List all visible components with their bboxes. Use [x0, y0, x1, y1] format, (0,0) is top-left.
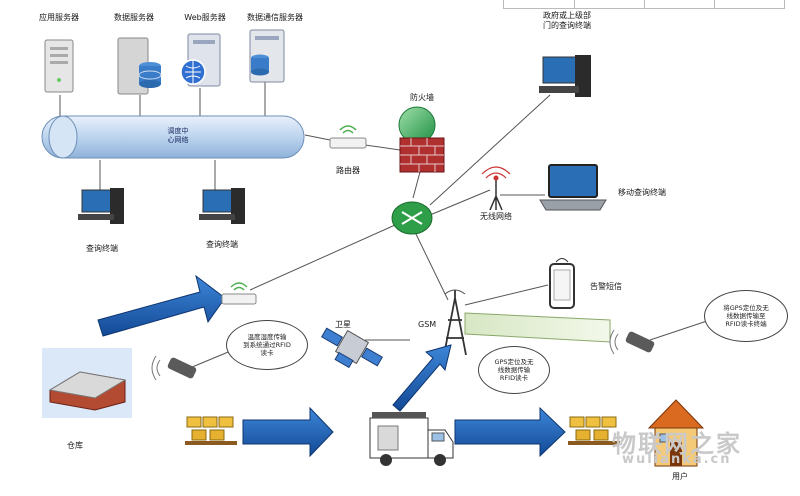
goods-pallet-right-icon: [568, 416, 620, 445]
flow-arrow-to-truck: [242, 406, 334, 458]
gsm-tower-icon: [443, 289, 467, 356]
web-server-label: Web服务器: [184, 13, 226, 22]
line-core-superior: [429, 94, 551, 206]
line-firewall-core: [412, 171, 421, 199]
router-icon: [329, 125, 367, 149]
gsm-signal-beam: [464, 312, 611, 343]
laptop-icon: [539, 164, 607, 211]
dispatch-network-label: 调度中 心网络: [167, 127, 189, 144]
truck-icon: [369, 412, 454, 466]
sms-label: 告警短信: [590, 282, 622, 291]
warehouse-ap-icon: [221, 282, 257, 305]
superior-terminal-icon: [539, 55, 591, 97]
truck-uplink-arrow: [392, 344, 452, 412]
dispatch-network-pipe: [41, 115, 305, 159]
warehouse-label: 仓库: [67, 441, 83, 450]
query-terminal-2-label: 查询终端: [206, 240, 238, 249]
core-switch-icon: [391, 201, 433, 235]
warehouse-rfid-bubble: 温度湿度传输 到系统通过RFID 读卡: [226, 320, 308, 370]
firewall-label: 防火墙: [410, 93, 434, 102]
router-label: 路由器: [336, 166, 360, 175]
rfid-reader-left-icon: [151, 355, 197, 381]
watermark-cn: 物联网之家: [612, 430, 742, 458]
mobile-terminal-label: 移动查询终端: [618, 188, 666, 197]
line-pipe-router: [304, 134, 331, 141]
app-server-icon: [44, 39, 74, 93]
truck-gps-bubble: GPS定位及无 线数据传输 RFID读卡: [478, 346, 550, 394]
superior-terminal-label: 政府或上级部 门的查询终端: [543, 11, 591, 30]
query-terminal-1-icon: [78, 188, 124, 224]
gsm-label: GSM: [418, 320, 437, 329]
phone-icon: [549, 258, 575, 309]
line-core-warehouse-ap: [249, 224, 396, 291]
comm-server-label: 数据通信服务器: [247, 13, 303, 22]
query-terminal-1-label: 查询终端: [86, 244, 118, 253]
goods-pallet-left-icon: [185, 416, 237, 445]
warehouse-upload-arrow: [97, 274, 226, 337]
rfid-reader-right-icon: [609, 329, 655, 355]
query-terminal-2-icon: [199, 188, 245, 224]
line-right-reader-bubble: [649, 319, 711, 341]
db-server-icon: [117, 37, 162, 95]
web-server-icon: [180, 33, 221, 87]
user-house-icon: [647, 399, 705, 467]
satellite-icon: [321, 327, 383, 369]
line-core-gsm: [414, 231, 449, 301]
user-label: 用户: [672, 472, 688, 481]
app-server-label: 应用服务器: [39, 13, 79, 22]
wireless-label: 无线网络: [480, 212, 512, 221]
satellite-label: 卫星: [335, 320, 351, 329]
connection-lines: [59, 82, 711, 371]
db-server-label: 数据服务器: [114, 13, 154, 22]
table-fragment: [503, 0, 785, 9]
line-core-wireless: [429, 189, 491, 216]
comm-server-icon: [249, 29, 285, 83]
wireless-tower-icon: [481, 166, 511, 211]
warehouse-icon: [42, 348, 132, 418]
line-router-firewall: [364, 144, 401, 151]
firewall-icon: [398, 106, 445, 173]
line-gsm-sms: [464, 284, 549, 306]
right-reader-bubble: 将GPS定位及无 线数据传输至 RFID读卡终端: [704, 290, 788, 342]
watermark-en: wulianka.cn: [622, 452, 732, 467]
flow-arrow-to-user: [454, 406, 566, 458]
